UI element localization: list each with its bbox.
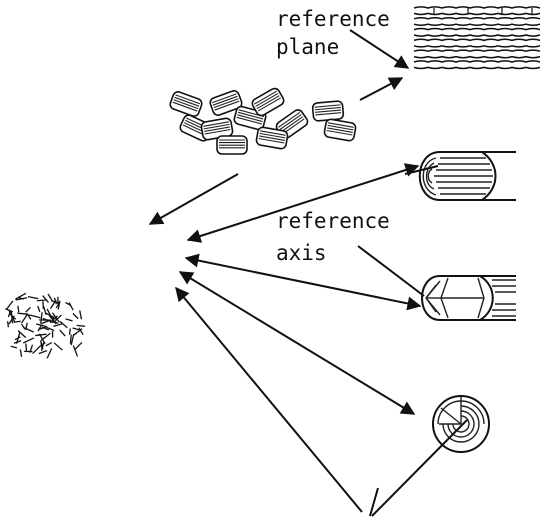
random-rolled-arrow	[186, 163, 420, 243]
sphere-bottom-arrow	[175, 286, 363, 513]
random-sphere-arrow	[178, 271, 416, 415]
plates-to-layered-arrow	[359, 77, 404, 101]
radial-cylinder-icon	[421, 275, 516, 321]
stacked-plates-icon	[169, 87, 357, 155]
bottom-tick	[369, 487, 379, 517]
radial-axis-pointer	[357, 245, 425, 297]
layered-plane-icon	[413, 6, 541, 70]
concentric-sphere-icon	[432, 395, 490, 453]
random-domains-icon	[5, 292, 86, 359]
reference-plane-label-line2: plane	[276, 35, 339, 59]
plates-to-random-arrow	[148, 173, 239, 225]
reference-axis-label-line1: reference	[276, 209, 390, 233]
reference-plane-pointer-arrow	[349, 29, 410, 69]
reference-axis-label-line2: axis	[276, 241, 327, 265]
reference-plane-label-line1: reference	[276, 7, 390, 31]
sphere-center-pointer	[371, 419, 468, 517]
rolled-cylinder-icon	[418, 151, 516, 201]
arrows	[148, 29, 468, 517]
rolled-axis-pointer	[404, 165, 439, 175]
